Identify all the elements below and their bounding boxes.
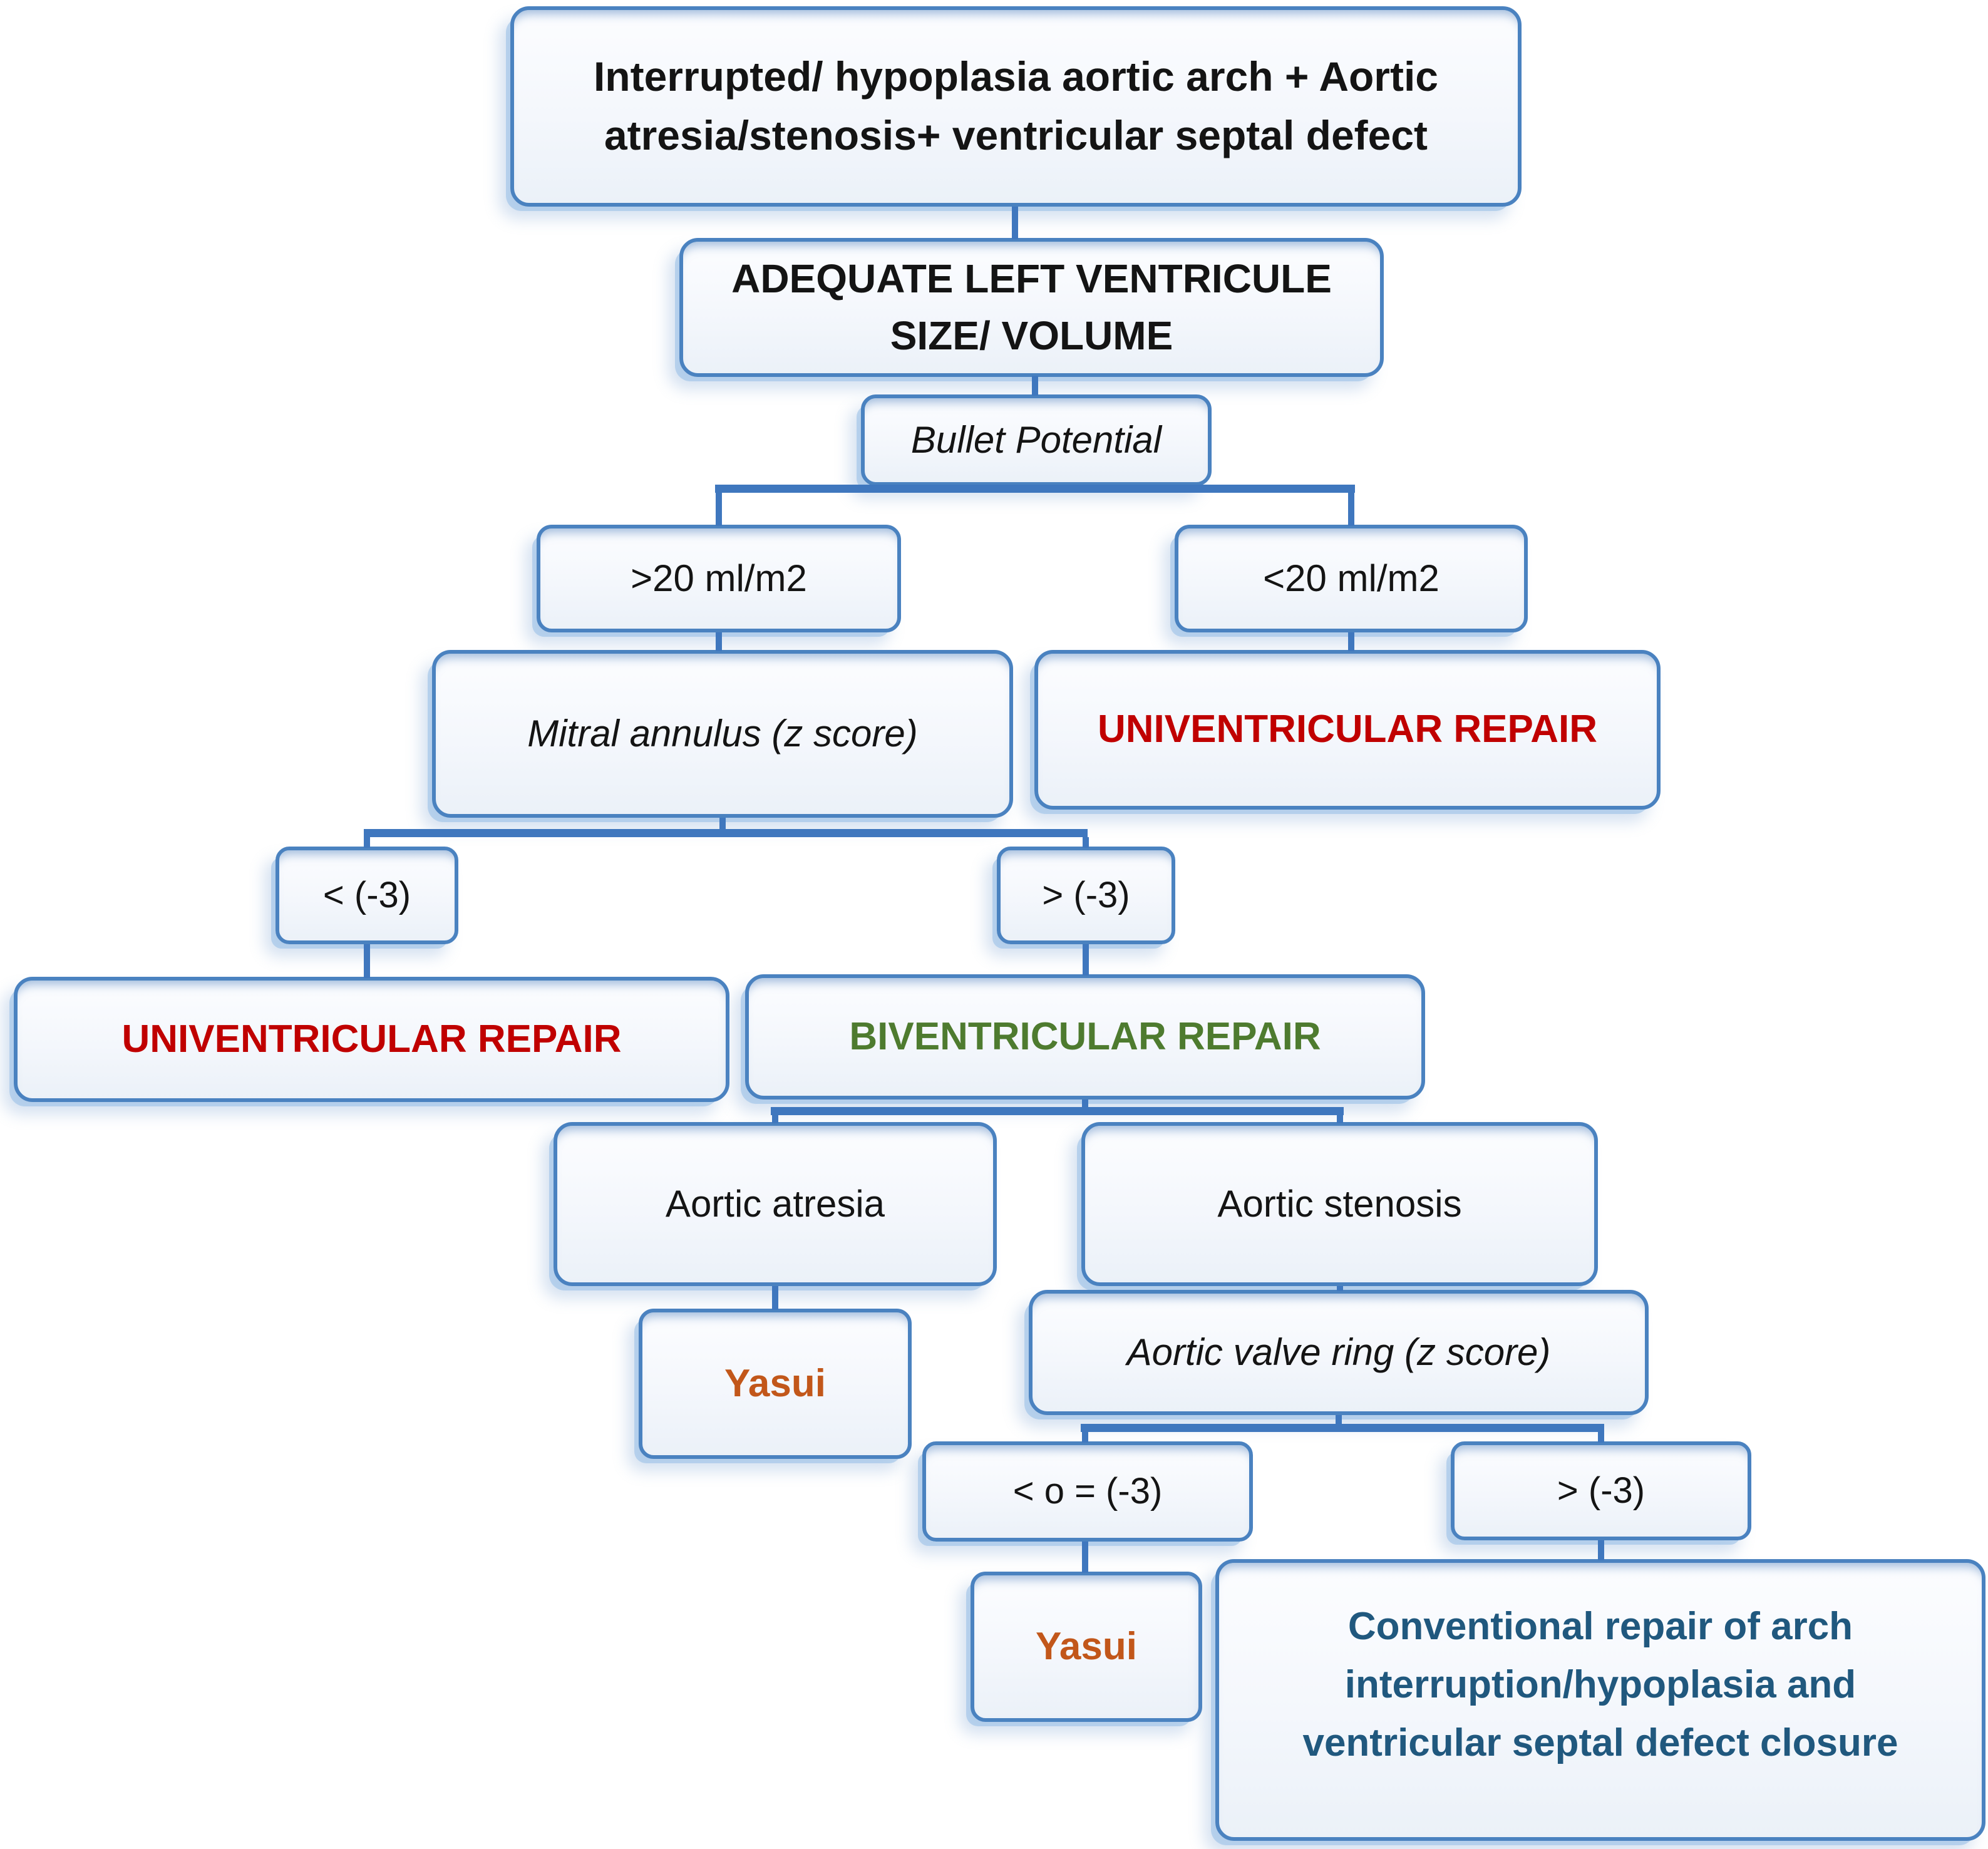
connector-lt20-univ1 [1348,632,1354,651]
connector-mitral-split-bar [364,829,1088,837]
node-univentricular-repair-left-label: UNIVENTRICULAR REPAIR [121,1017,622,1061]
connector-split-gt20 [716,493,722,526]
node-aortic-valve-ring-zscore-label: Aortic valve ring (z score) [1126,1331,1551,1374]
node-interrupted-arch: Interrupted/ hypoplasia aortic arch + Ao… [510,6,1522,207]
node-less-or-equal-minus3-label: < o = (-3) [1012,1470,1163,1512]
connector-lt3-univ2 [364,944,370,978]
connector-lto3-yasui2 [1082,1542,1088,1573]
connector-bullet-split-bar [715,485,1355,493]
node-mitral-annulus-zscore-label: Mitral annulus (z score) [527,713,918,755]
node-univentricular-repair-right-label: UNIVENTRICULAR REPAIR [1098,708,1597,751]
node-less-than-minus3-label: < (-3) [322,874,411,915]
node-conventional-repair-label: Conventional repair of arch interruption… [1302,1605,1898,1764]
node-yasui-atresia: Yasui [639,1309,912,1459]
node-conventional-repair: Conventional repair of arch interruption… [1215,1559,1985,1841]
connector-atresia-yasui [772,1286,778,1310]
connector-gt20-mitral [716,632,722,651]
connector-split-stenosis [1337,1115,1343,1123]
connector-split-gt3 [1083,837,1089,848]
node-adequate-lv-size: ADEQUATE LEFT VENTRICULE SIZE/ VOLUME [679,238,1384,377]
connector-split-atresia [772,1115,778,1123]
node-aortic-stenosis-label: Aortic stenosis [1217,1183,1462,1225]
node-greater-than-minus3-label: > (-3) [1042,874,1130,915]
connector-adequate-bullet [1032,376,1038,396]
connector-split-lt3 [364,837,370,848]
connector-gt3-biv [1083,944,1089,976]
node-univentricular-repair-right: UNIVENTRICULAR REPAIR [1034,650,1661,810]
node-aortic-valve-ring-zscore: Aortic valve ring (z score) [1029,1290,1649,1415]
connector-stenosis-valvering [1337,1286,1343,1291]
node-gt-20-ml-m2-label: >20 ml/m2 [631,557,807,600]
node-aortic-stenosis: Aortic stenosis [1081,1122,1598,1286]
node-bullet-potential: Bullet Potential [861,394,1212,486]
node-less-than-minus3: < (-3) [276,847,458,944]
connector-valvering-split-bar [1081,1424,1604,1432]
node-yasui-stenosis-label: Yasui [1036,1624,1137,1668]
connector-split-lto3 [1082,1432,1088,1443]
connector-split-gt3b [1598,1432,1604,1443]
connector-root-adequate [1012,207,1018,239]
connector-mitral-stub [719,818,726,830]
node-adequate-lv-size-label: ADEQUATE LEFT VENTRICULE SIZE/ VOLUME [731,256,1332,358]
node-aortic-atresia-label: Aortic atresia [665,1183,885,1225]
node-biventricular-repair: BIVENTRICULAR REPAIR [745,974,1425,1100]
connector-biv-stub [1082,1100,1088,1108]
node-univentricular-repair-left: UNIVENTRICULAR REPAIR [14,977,729,1102]
node-gt-20-ml-m2: >20 ml/m2 [537,525,901,632]
connector-biv-split-bar [771,1107,1344,1115]
node-yasui-stenosis: Yasui [971,1572,1202,1722]
node-greater-than-minus3-valve-label: > (-3) [1557,1470,1646,1511]
connector-gt3b-conventional [1598,1540,1604,1560]
node-yasui-atresia-label: Yasui [724,1361,826,1405]
node-lt-20-ml-m2-label: <20 ml/m2 [1263,557,1439,600]
node-bullet-potential-label: Bullet Potential [910,419,1162,461]
node-greater-than-minus3-valve: > (-3) [1451,1441,1751,1540]
node-interrupted-arch-label: Interrupted/ hypoplasia aortic arch + Ao… [593,53,1439,158]
node-aortic-atresia: Aortic atresia [554,1122,997,1286]
node-lt-20-ml-m2: <20 ml/m2 [1175,525,1528,632]
connector-split-lt20 [1348,493,1354,526]
node-greater-than-minus3: > (-3) [997,847,1175,944]
node-less-or-equal-minus3: < o = (-3) [922,1441,1253,1542]
connector-valvering-stub [1336,1415,1342,1425]
node-biventricular-repair-label: BIVENTRICULAR REPAIR [849,1014,1321,1058]
node-mitral-annulus-zscore: Mitral annulus (z score) [432,650,1013,818]
